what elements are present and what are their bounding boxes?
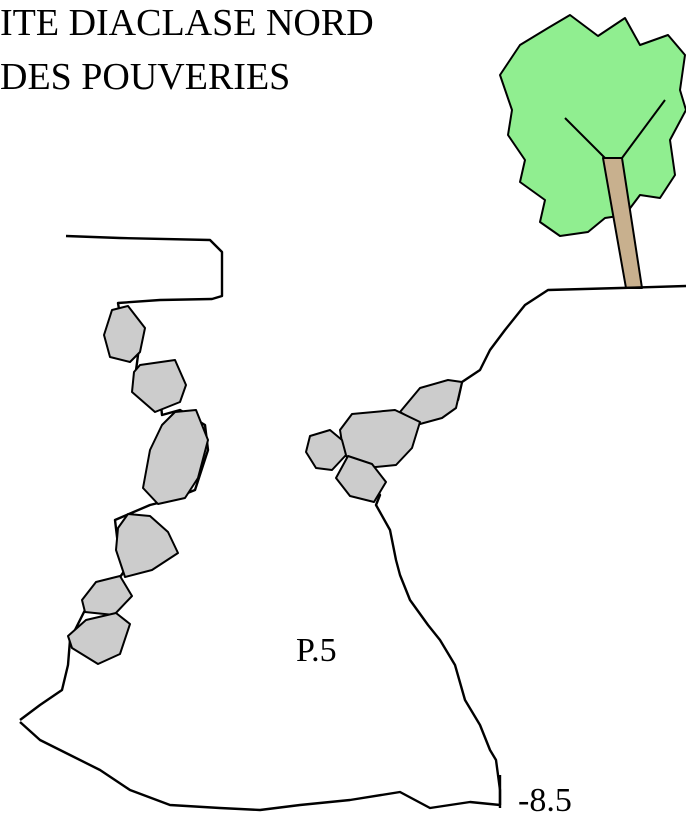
rock-icon — [67, 612, 131, 665]
rock-icon — [115, 513, 179, 578]
tree-branch-right — [621, 99, 666, 159]
rock-icon — [81, 575, 133, 616]
rock-icon — [131, 359, 187, 413]
right-wall-line — [363, 284, 686, 805]
rock-icon — [335, 455, 387, 503]
rock-icon — [305, 429, 347, 471]
floor-line — [19, 721, 501, 812]
left-wall-rocks — [67, 305, 209, 665]
rock-icon — [142, 409, 209, 505]
tree-foliage — [499, 14, 686, 237]
tree-icon — [499, 14, 686, 289]
rock-icon — [103, 305, 146, 363]
right-wall-rocks — [305, 379, 463, 503]
depth-label: -8.5 — [518, 782, 572, 819]
shaft-label: P.5 — [296, 632, 337, 669]
title-line-1: ITE DIACLASE NORD — [0, 2, 374, 44]
title-line-2: DES POUVERIES — [0, 56, 291, 98]
tree-branch-left — [564, 117, 606, 159]
